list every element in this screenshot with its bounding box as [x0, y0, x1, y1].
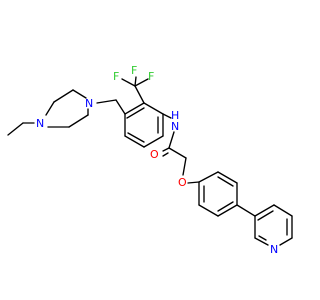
bond-ring1-b — [143, 102, 164, 115]
bond-ethyl-ch3 — [7, 122, 24, 136]
bond-pyr-a2 — [257, 210, 274, 221]
atom-f-1: F — [113, 70, 119, 83]
bond-o-ring — [187, 181, 200, 184]
atom-f-3: F — [148, 70, 154, 83]
bond-pyr-b — [273, 204, 293, 217]
bond-ring1-d — [143, 135, 164, 148]
bond-ring1-a2 — [126, 107, 145, 119]
bond-ring1-e — [124, 135, 145, 148]
atom-n-pip-ethyl: N — [36, 117, 44, 130]
bond-pyr-e — [254, 237, 269, 246]
bond-ring-cf3 — [134, 85, 145, 104]
atom-f-2: F — [131, 64, 137, 77]
bond-ch2-ring — [115, 99, 126, 115]
bond-ring2-a — [198, 171, 219, 183]
bond-ring-n — [162, 113, 172, 119]
bond-c-o-double-1 — [162, 147, 170, 152]
bond-pip-2 — [53, 89, 74, 103]
bond-co-ch2 — [168, 147, 187, 159]
atom-label-layer: N N F F F N H O O N — [36, 64, 278, 256]
bond-ring2-d — [217, 204, 238, 217]
bond-layer — [7, 76, 293, 246]
bond-pip-1 — [45, 101, 55, 116]
molecule-structure-diagram: N N F F F N H O O N — [7, 64, 293, 256]
bond-n-ch2 — [96, 99, 117, 104]
bond-c-f1 — [121, 78, 136, 87]
bond-ring2-b2 — [217, 176, 234, 187]
atom-n-amide: N — [171, 120, 179, 133]
bond-ring2-e — [198, 204, 219, 217]
bond-n-co — [168, 131, 175, 149]
bond-ch2-o — [182, 157, 187, 176]
atom-n-pyridine: N — [270, 243, 278, 256]
bond-ring2-d2 — [217, 201, 234, 212]
bond-ring1-e2 — [127, 132, 145, 143]
bond-ring1-a — [124, 102, 145, 115]
atom-h-amide: H — [171, 109, 179, 122]
bond-c-o-double-2 — [162, 152, 169, 157]
bond-ring2-b — [217, 171, 238, 184]
bond-pyr-d — [279, 237, 293, 246]
bond-biaryl — [236, 204, 256, 217]
atom-o-carbonyl: O — [150, 148, 159, 161]
bond-pyr-e2 — [258, 235, 267, 241]
bond-c-f2 — [134, 76, 137, 87]
bond-pyr-a — [254, 204, 275, 217]
atom-o-ether: O — [178, 176, 187, 189]
bond-c-f3 — [134, 78, 149, 87]
bond-pip-5 — [68, 114, 89, 128]
atom-n-pip-benzyl: N — [85, 97, 93, 110]
bond-pip-3 — [72, 89, 87, 99]
